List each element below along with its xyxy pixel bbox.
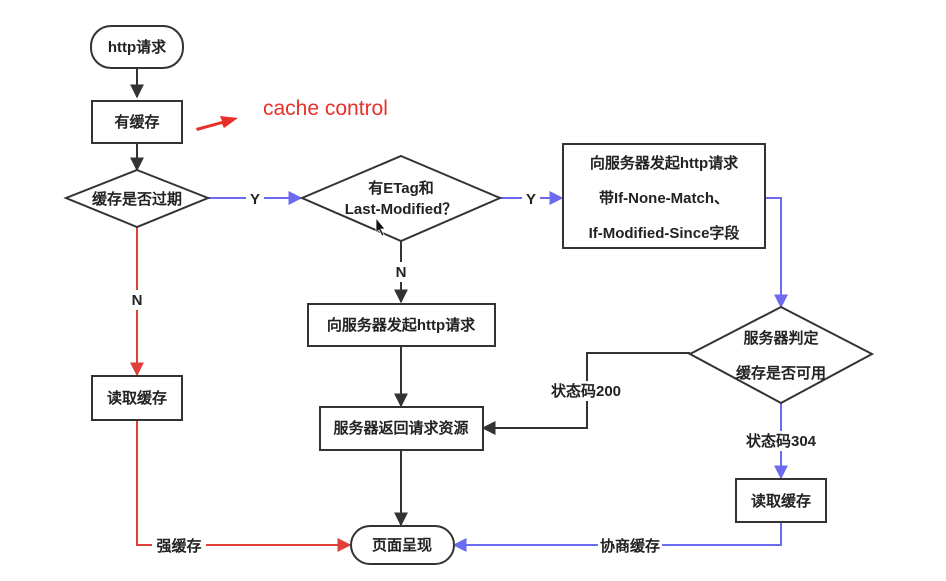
node-read-cache-left-label: 读取缓存 — [107, 389, 167, 407]
label-etag-yes: Y — [526, 191, 536, 208]
annotation: cache control — [196, 97, 388, 131]
node-server-returns-label: 服务器返回请求资源 — [333, 419, 468, 437]
label-etag-no: N — [396, 264, 407, 281]
node-http-request-label: http请求 — [108, 38, 167, 56]
node-read-cache-right: 读取缓存 — [735, 478, 827, 523]
node-send-request-label: 向服务器发起http请求 — [327, 316, 476, 334]
edge-conditional-to-judge — [765, 197, 788, 309]
edge-negotiate-cache — [452, 522, 782, 552]
label-negotiate-cache: 协商缓存 — [600, 537, 660, 555]
edge-strong-cache — [136, 420, 352, 552]
label-strong-cache: 强缓存 — [156, 537, 201, 555]
node-read-cache-right-label: 读取缓存 — [751, 492, 811, 510]
node-cache-expired: 缓存是否过期 — [63, 168, 211, 229]
node-has-etag: 有ETag和 Last-Modified？ — [299, 154, 503, 243]
label-expired-no: N — [132, 292, 143, 309]
node-page-render: 页面呈现 — [350, 525, 455, 565]
node-conditional-request-line3: If-Modified-Since字段 — [589, 224, 740, 242]
annotation-arrow-icon — [196, 116, 238, 131]
node-conditional-request: 向服务器发起http请求 带If-None-Match、 If-Modified… — [562, 143, 766, 249]
edge-labels: Y Y N N 状态码200 状态码304 强缓存 协商缓存 — [128, 188, 821, 556]
node-http-request: http请求 — [90, 25, 184, 69]
node-conditional-request-line1: 向服务器发起http请求 — [590, 154, 739, 172]
node-read-cache-left: 读取缓存 — [91, 375, 183, 421]
label-expired-yes: Y — [250, 191, 260, 208]
mouse-cursor-icon — [375, 216, 386, 237]
node-send-request: 向服务器发起http请求 — [307, 303, 496, 347]
node-has-cache-label: 有缓存 — [114, 113, 159, 131]
node-server-returns: 服务器返回请求资源 — [319, 406, 484, 451]
node-server-judge-line2: 缓存是否可用 — [736, 364, 826, 382]
label-status-200: 状态码200 — [551, 382, 621, 400]
annotation-text: cache control — [263, 97, 388, 120]
node-has-etag-label-line2: Last-Modified？ — [345, 201, 458, 218]
node-has-cache: 有缓存 — [91, 100, 183, 144]
node-server-judge: 服务器判定 缓存是否可用 — [687, 305, 875, 405]
node-cache-expired-label: 缓存是否过期 — [92, 190, 182, 208]
node-page-render-label: 页面呈现 — [372, 537, 432, 554]
node-server-judge-line1: 服务器判定 — [743, 329, 818, 347]
node-conditional-request-line2: 带If-None-Match、 — [599, 190, 729, 207]
label-status-304: 状态码304 — [746, 432, 817, 450]
node-has-etag-label-line1: 有ETag和 — [368, 179, 434, 197]
